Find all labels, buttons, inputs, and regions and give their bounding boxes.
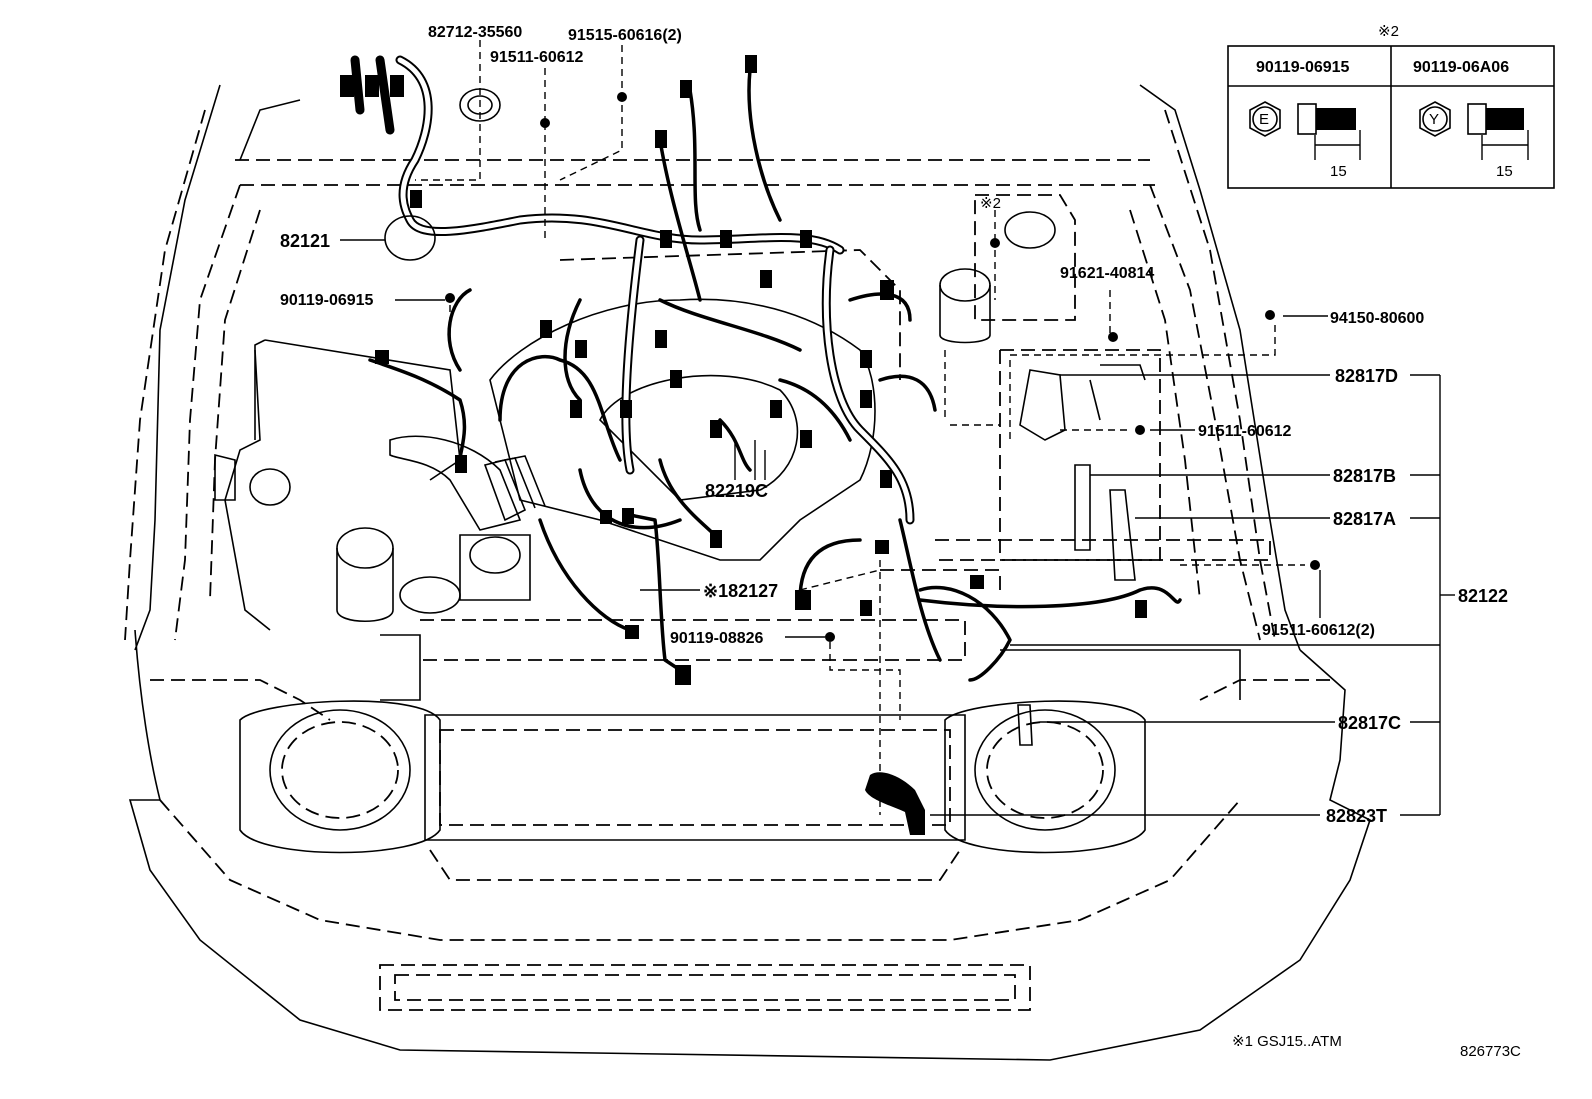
callout-90119-08826[interactable]: 90119-08826 xyxy=(670,630,764,647)
table-col2-part: 90119-06A06 xyxy=(1413,59,1509,76)
fastener-table: ※2 90119-06915 90119-06A06 E 15 Y xyxy=(1227,23,1555,189)
bolt-e-icon xyxy=(1249,101,1361,160)
callout-82823T[interactable]: 82823T xyxy=(1326,806,1387,826)
callout-82817A[interactable]: 82817A xyxy=(1333,509,1396,529)
callout-82122[interactable]: 82122 xyxy=(1458,586,1508,606)
figure-number: 826773C xyxy=(1460,1043,1521,1060)
bracket-note-marker: ※2 xyxy=(980,195,1001,212)
callout-82127[interactable]: ※182127 xyxy=(703,581,778,601)
callout-94150-80600[interactable]: 94150-80600 xyxy=(1330,310,1424,327)
bolt-e-mark: E xyxy=(1259,111,1269,128)
callout-82817D[interactable]: 82817D xyxy=(1335,366,1398,386)
callout-82121[interactable]: 82121 xyxy=(280,231,330,251)
bolt-y-length: 15 xyxy=(1496,163,1513,180)
bolt-y-mark: Y xyxy=(1429,111,1439,128)
table-note-marker: ※2 xyxy=(1378,23,1399,40)
part-callouts: 82712-35560 91515-60616(2) 91511-60612 8… xyxy=(280,24,1508,826)
callout-82817C[interactable]: 82817C xyxy=(1338,713,1401,733)
callout-82219C[interactable]: 82219C xyxy=(705,481,768,501)
callout-91621-40814[interactable]: 91621-40814 xyxy=(1060,265,1154,282)
bolt-e-length: 15 xyxy=(1330,163,1347,180)
callout-91511-60612-top[interactable]: 91511-60612 xyxy=(490,49,584,66)
leader-lines xyxy=(340,40,1455,816)
engine-wire-harness xyxy=(340,55,1320,835)
callout-82817B[interactable]: 82817B xyxy=(1333,466,1396,486)
callout-82712-35560[interactable]: 82712-35560 xyxy=(428,24,522,41)
table-col1-part: 90119-06915 xyxy=(1256,59,1350,76)
callout-91511-60612-right[interactable]: 91511-60612 xyxy=(1198,423,1292,440)
bolt-y-icon xyxy=(1419,101,1529,160)
vehicle-body-outline xyxy=(124,84,1371,1061)
callout-91511-60612-2[interactable]: 91511-60612(2) xyxy=(1262,622,1375,639)
callout-91515-60616[interactable]: 91515-60616(2) xyxy=(568,27,682,44)
callout-90119-06915[interactable]: 90119-06915 xyxy=(280,292,374,309)
applicability-footnote: ※1 GSJ15..ATM xyxy=(1232,1033,1342,1050)
